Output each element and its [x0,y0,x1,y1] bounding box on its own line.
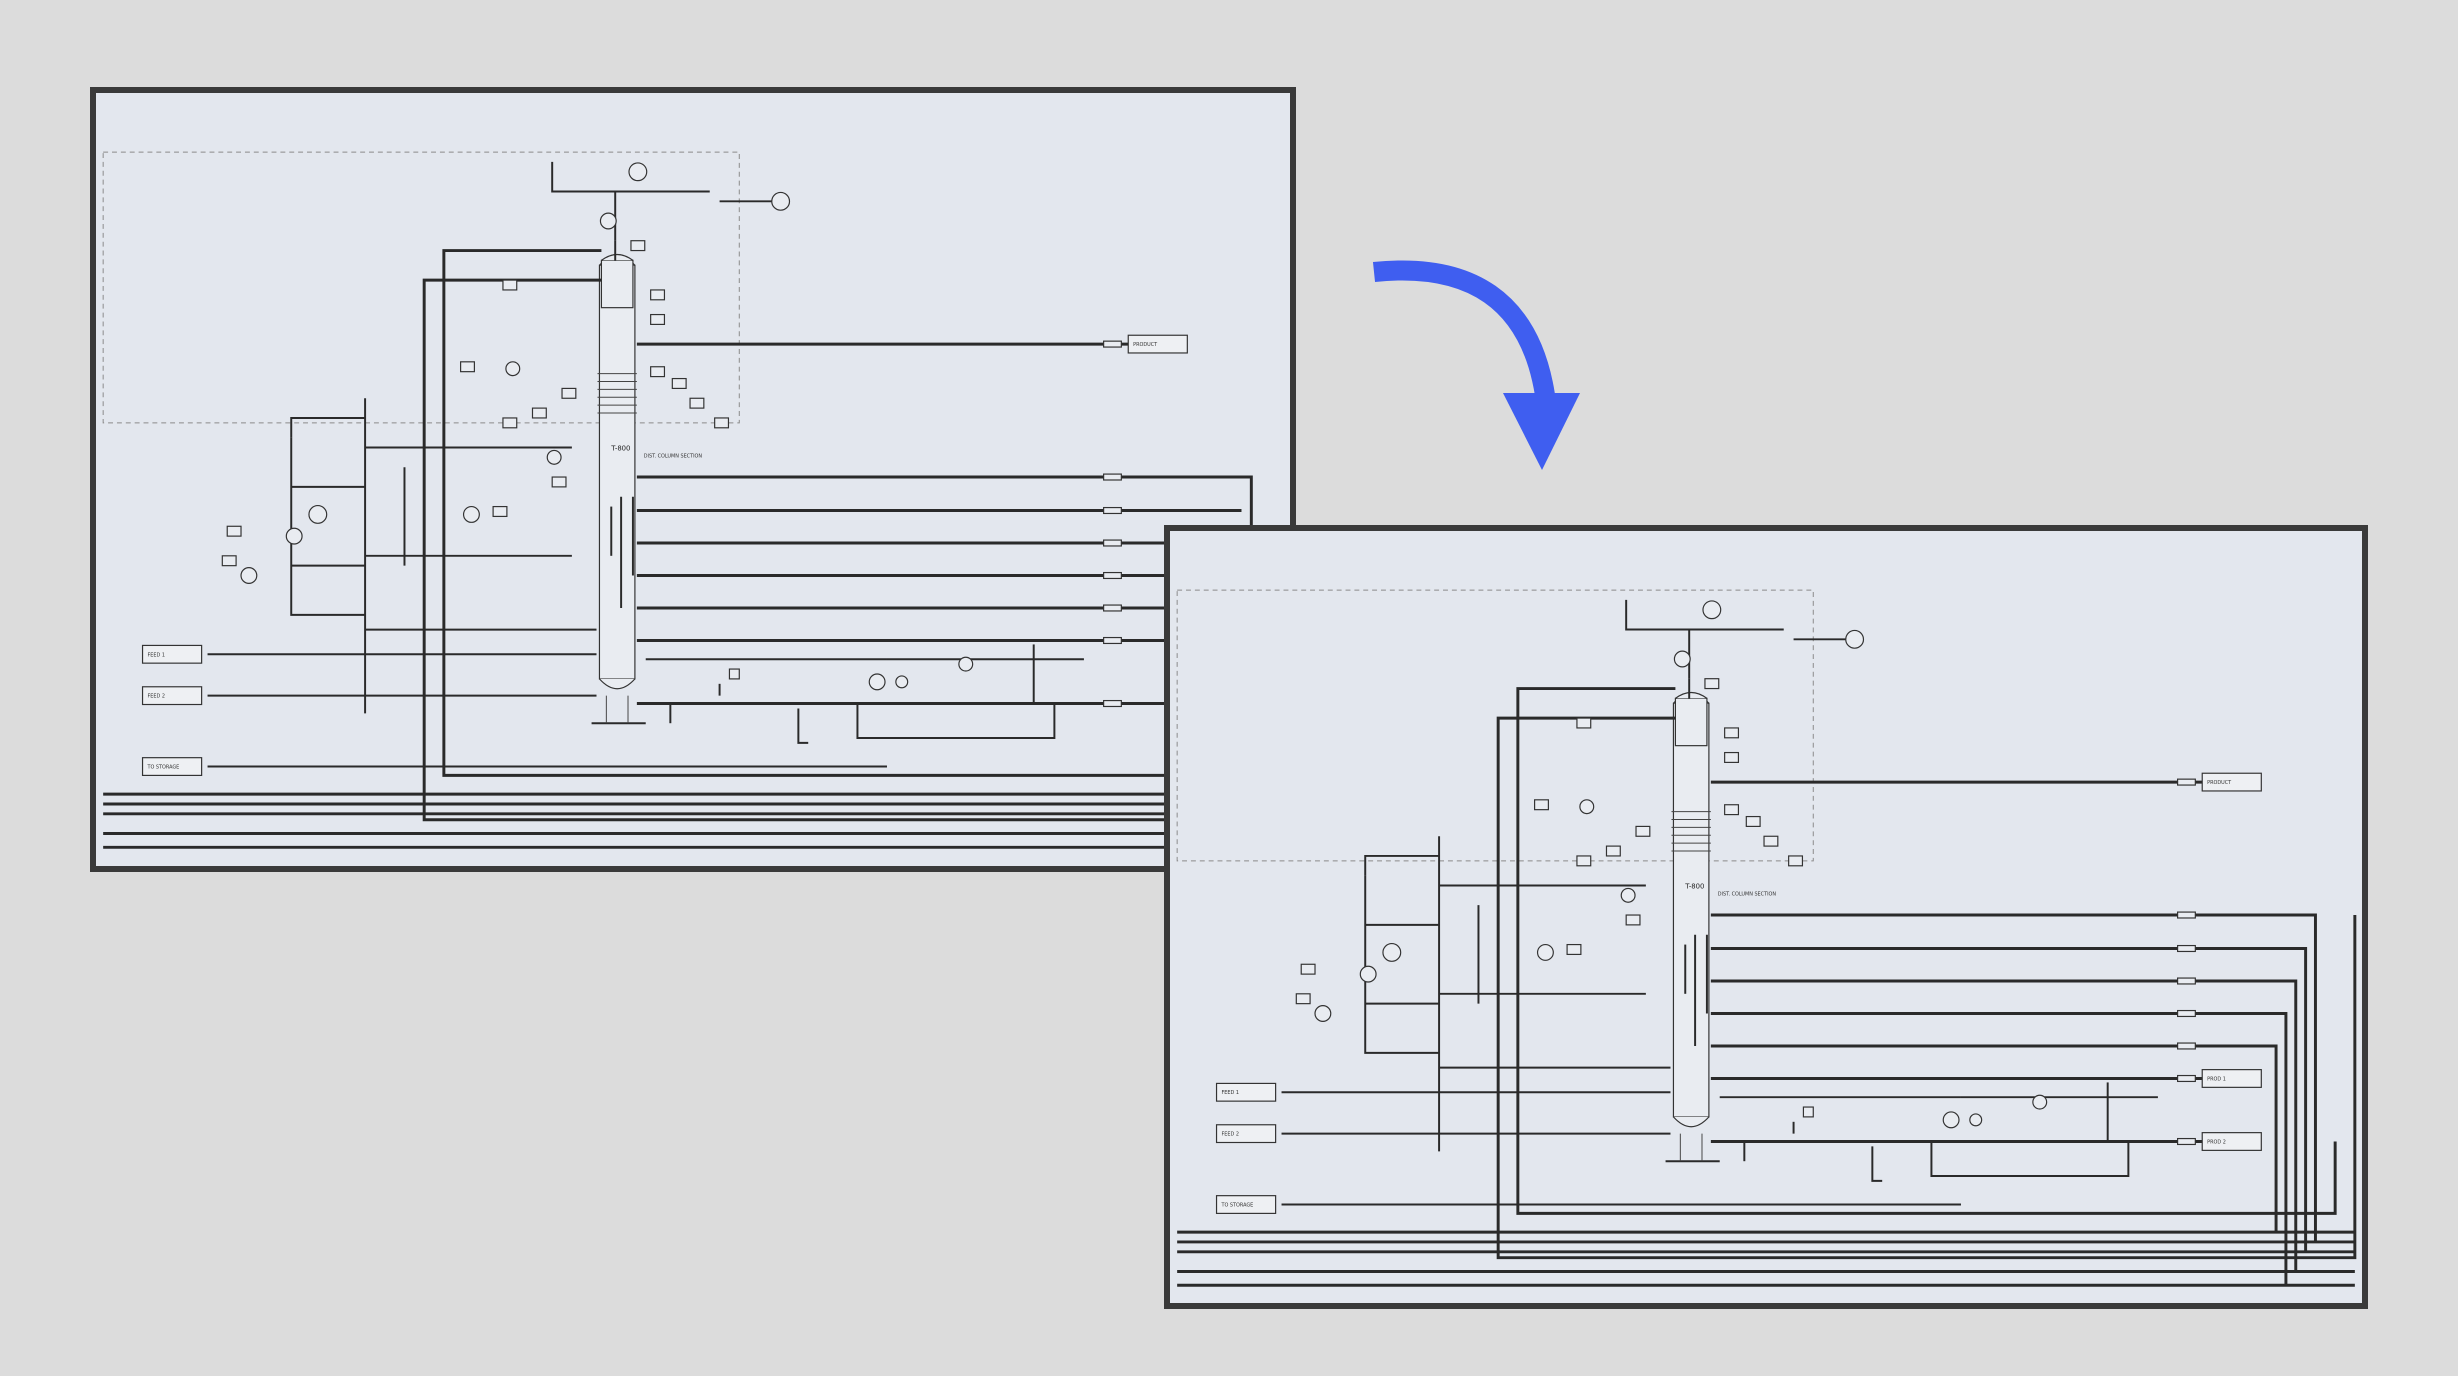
pid-drawing-after: T-800 DIST. COLUMN SECTION [1176,589,2357,1287]
arrow-curve-icon [1372,260,1555,397]
bottoms-piping [645,644,1084,777]
offpage-connector-feed1: FEED 1 [141,644,203,664]
dashed-boundary [102,151,740,424]
feed-instrument [285,527,303,545]
pid-drawing-before: T-800 DIST. COLUMN SECTION [102,151,1281,849]
control-valve [1802,1106,1814,1118]
feed-instrument [1536,943,1554,961]
product-lines [1710,780,2317,1286]
column-tag: T-800 [1684,882,1704,890]
column-caption: DIST. COLUMN SECTION [644,453,703,459]
column-instruments [1295,678,1804,1005]
overhead-instrument [771,191,791,211]
bottoms-instrument [958,656,974,672]
feed-piping [1281,836,1961,1206]
column-instruments [221,240,730,567]
overhead-instrument [1673,650,1691,668]
reflux-instrument [505,361,521,377]
overhead-instrument [1702,600,1722,620]
line-reducers [2177,778,2196,1146]
offpage-label: FEED 1 [147,652,164,658]
offpage-label: FEED 2 [1221,1132,1238,1138]
feed-pump [1382,942,1402,962]
reflux-instrument [1579,799,1595,815]
line-reducers [1103,340,1122,708]
offpage-label: TO STORAGE [146,765,179,771]
diagram-after: T-800 DIST. COLUMN SECTION [1164,525,2368,1309]
bottoms-instrument [895,675,909,689]
overhead-piping [551,161,779,261]
control-valve [728,668,740,680]
arrow-head-icon [1503,393,1580,470]
overhead-instrument [599,212,617,230]
bottom-bus-lines [103,792,1281,849]
column-tag: T-800 [610,444,630,452]
offpage-connector-feed2: FEED 2 [1215,1124,1277,1144]
feed-instrument [240,567,258,584]
column-vessel: T-800 DIST. COLUMN SECTION [1665,691,1777,1163]
offpage-connector-feed1: FEED 1 [1215,1082,1277,1102]
column-vessel: T-800 DIST. COLUMN SECTION [591,253,703,725]
dashed-boundary [1176,589,1814,862]
diagram-before: T-800 DIST. COLUMN SECTION [90,87,1296,872]
offpage-connector-product: PRODUCT [2201,772,2262,792]
feed-piping [207,398,887,768]
feed-instrument [1620,887,1636,903]
feed-instrument [546,449,562,465]
bottoms-piping [1719,1082,2158,1215]
offpage-label: FEED 2 [147,694,164,700]
offpage-connector-prod2: PROD 2 [2201,1132,2262,1151]
offpage-label: FEED 1 [1221,1090,1238,1096]
overhead-instrument [628,162,648,182]
offpage-label: PROD 2 [2207,1139,2226,1145]
column-caption: DIST. COLUMN SECTION [1718,891,1777,897]
bottoms-pump [868,673,886,691]
bottom-bus-lines [1177,1230,2355,1287]
offpage-connector-product: PRODUCT [1127,334,1188,354]
offpage-label: PRODUCT [2207,780,2232,786]
offpage-connector-storage: TO STORAGE [1215,1195,1277,1214]
bottoms-instrument [2032,1094,2048,1110]
feed-pump [308,505,328,524]
offpage-label: PRODUCT [1133,342,1158,348]
bottoms-pump [1942,1111,1960,1129]
offpage-connector-storage: TO STORAGE [141,757,203,776]
offpage-label: TO STORAGE [1220,1203,1253,1209]
bottoms-instrument [1969,1113,1983,1127]
column-draw-offs [1684,934,1708,1046]
column-draw-offs [610,496,634,609]
recycle-loops [1496,687,2357,1260]
overhead-piping [1625,599,1853,699]
feed-instrument [1314,1005,1332,1022]
feed-instrument [1359,965,1377,983]
feed-instrument [462,505,480,523]
offpage-connector-feed2: FEED 2 [141,686,203,706]
offpage-label: PROD 1 [2207,1076,2226,1082]
overhead-instrument [1845,629,1865,649]
offpage-connector-prod1: PROD 1 [2201,1069,2262,1088]
